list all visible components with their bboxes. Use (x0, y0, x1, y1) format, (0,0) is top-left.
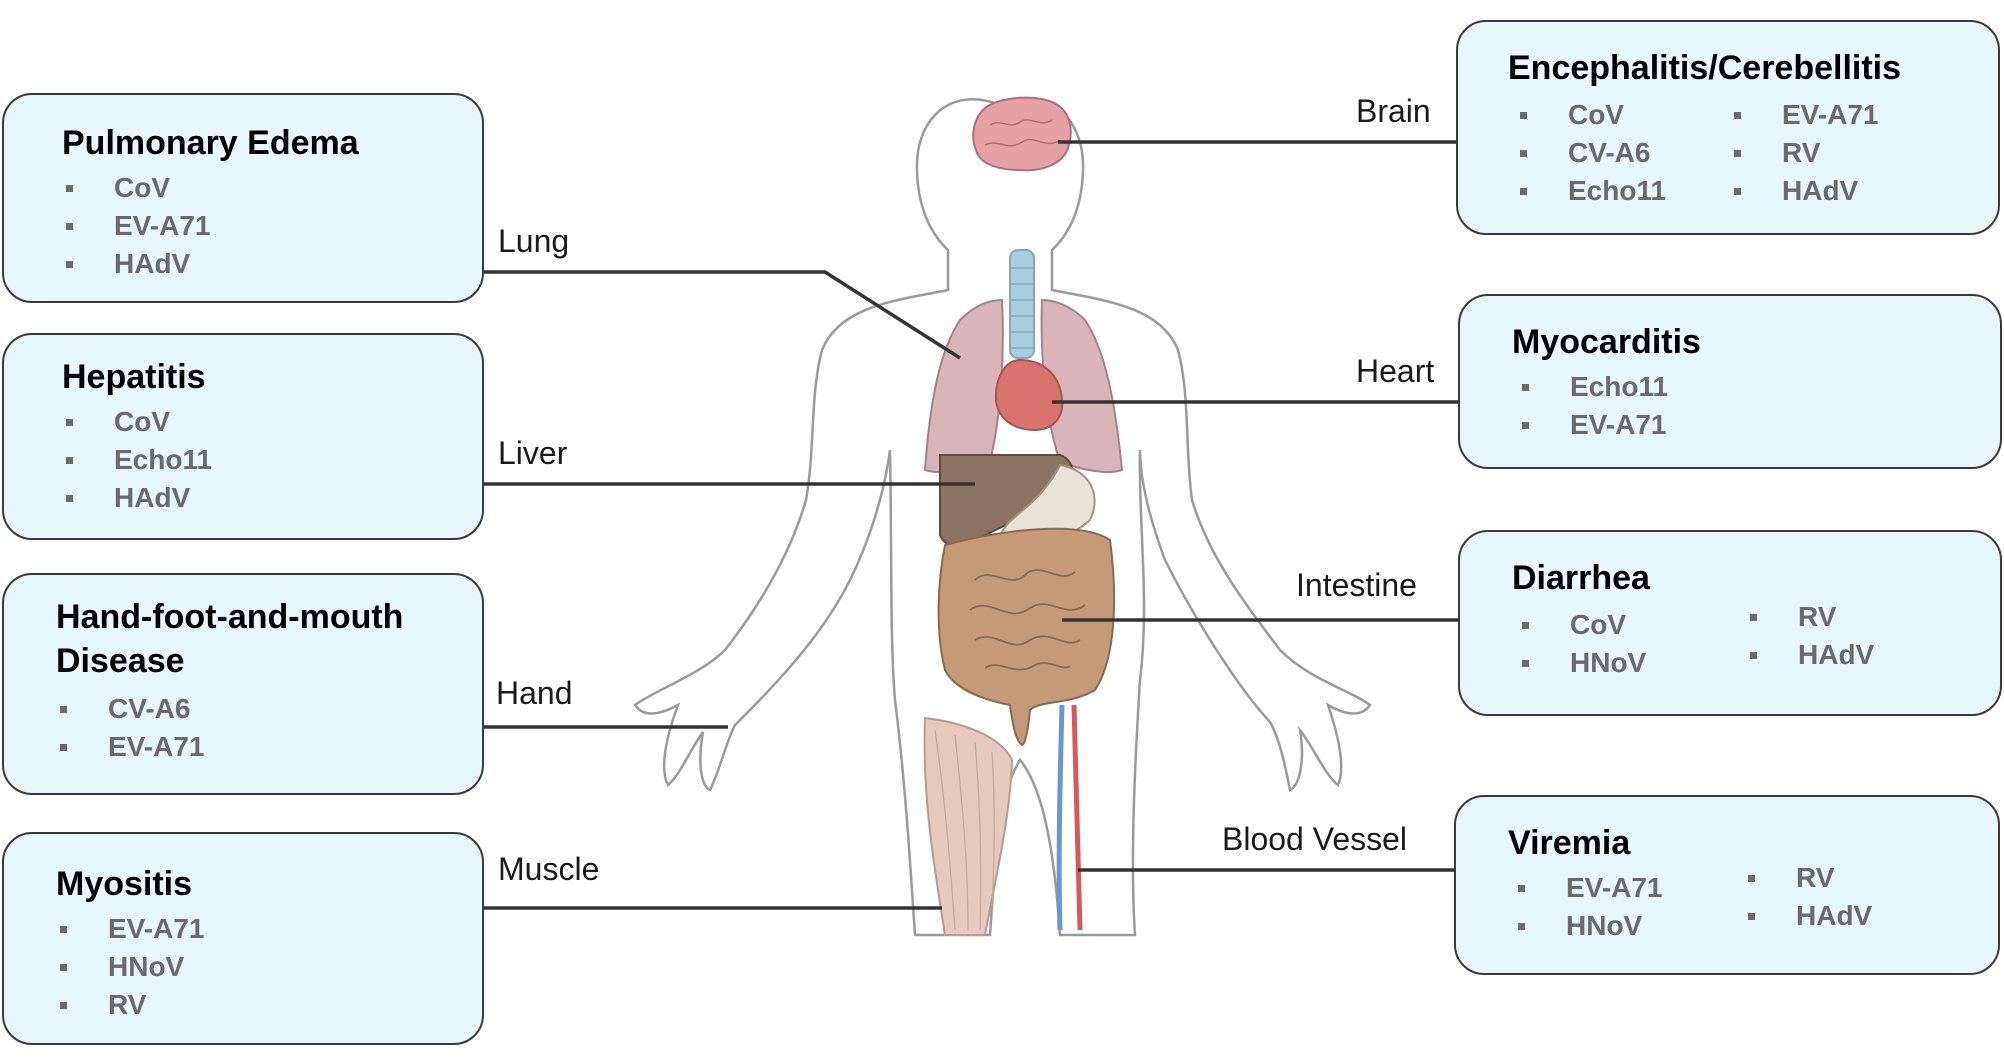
virus-item: RV (1746, 598, 1874, 636)
virus-item: CV-A6 (1516, 134, 1666, 172)
virus-list-col2: RV HAdV (1746, 598, 1874, 674)
box-encephalitis-cerebellitis: Encephalitis/Cerebellitis CoV CV-A6 Echo… (1456, 20, 2000, 235)
box-myocarditis: Myocarditis Echo11 EV-A71 (1458, 294, 2002, 469)
virus-item: EV-A71 (56, 728, 205, 766)
virus-item: RV (1730, 134, 1879, 172)
virus-list: Echo11 EV-A71 (1518, 368, 1668, 444)
virus-item: HAdV (62, 245, 211, 283)
virus-list-col2: EV-A71 RV HAdV (1730, 96, 1879, 210)
virus-list: CV-A6 EV-A71 (56, 690, 205, 766)
thigh-muscle (923, 716, 1014, 936)
virus-item: CV-A6 (56, 690, 205, 728)
box-title: Encephalitis/Cerebellitis (1508, 49, 1902, 87)
virus-list-col1: CoV HNoV (1518, 606, 1646, 682)
virus-item: HAdV (62, 479, 212, 517)
virus-item: CoV (1516, 96, 1666, 134)
virus-item: RV (56, 986, 205, 1024)
virus-item: EV-A71 (1730, 96, 1879, 134)
box-title: Pulmonary Edema (62, 124, 359, 162)
organ-label-muscle: Muscle (498, 851, 600, 887)
organ-label-liver: Liver (498, 435, 568, 471)
virus-item: HAdV (1744, 897, 1872, 935)
heart (994, 358, 1064, 432)
virus-item: HNoV (1514, 907, 1663, 945)
organ-label-intestine: Intestine (1296, 567, 1417, 603)
organ-label-blood-vessel: Blood Vessel (1222, 821, 1408, 857)
virus-item: HAdV (1730, 172, 1879, 210)
virus-item: EV-A71 (1518, 406, 1668, 444)
artery (1071, 704, 1083, 931)
virus-list: CoV Echo11 HAdV (62, 403, 212, 517)
vein (1056, 704, 1065, 931)
box-title: Myocarditis (1512, 323, 1701, 361)
box-hand-foot-and-mouth-disease: Hand-foot-and-mouth Disease CV-A6 EV-A71 (2, 573, 484, 795)
virus-item: HAdV (1746, 636, 1874, 674)
virus-list-col1: CoV CV-A6 Echo11 (1516, 96, 1666, 210)
intestine (937, 527, 1116, 747)
box-pulmonary-edema: Pulmonary Edema CoV EV-A71 HAdV (2, 93, 484, 303)
virus-item: EV-A71 (62, 207, 211, 245)
box-title: Hepatitis (62, 358, 206, 396)
virus-item: EV-A71 (56, 910, 205, 948)
virus-list: EV-A71 HNoV RV (56, 910, 205, 1024)
box-title: Diarrhea (1512, 559, 1650, 597)
organ-label-brain: Brain (1356, 93, 1431, 129)
virus-item: HNoV (56, 948, 205, 986)
virus-item: HNoV (1518, 644, 1646, 682)
brain (972, 96, 1072, 172)
virus-item: Echo11 (1518, 368, 1668, 406)
virus-item: RV (1744, 859, 1872, 897)
box-title: Viremia (1508, 824, 1631, 862)
organ-label-heart: Heart (1356, 353, 1435, 389)
virus-item: EV-A71 (1514, 869, 1663, 907)
virus-item: CoV (62, 169, 211, 207)
virus-list-col2: RV HAdV (1744, 859, 1872, 935)
box-myositis: Myositis EV-A71 HNoV RV (2, 832, 484, 1045)
virus-list: CoV EV-A71 HAdV (62, 169, 211, 283)
organ-label-hand: Hand (496, 675, 573, 711)
virus-list-col1: EV-A71 HNoV (1514, 869, 1663, 945)
box-viremia: Viremia EV-A71 HNoV RV HAdV (1454, 795, 2000, 975)
virus-item: Echo11 (62, 441, 212, 479)
organ-label-lung: Lung (498, 223, 570, 259)
box-hepatitis: Hepatitis CoV Echo11 HAdV (2, 333, 484, 540)
virus-item: CoV (62, 403, 212, 441)
box-title: Myositis (56, 865, 193, 903)
line-lung (482, 270, 961, 360)
box-title-line2: Disease (56, 642, 185, 680)
virus-item: CoV (1518, 606, 1646, 644)
connector-lines (482, 140, 1458, 910)
box-title-line1: Hand-foot-and-mouth (56, 598, 404, 636)
box-diarrhea: Diarrhea CoV HNoV RV HAdV (1458, 530, 2002, 716)
trachea (1009, 249, 1035, 359)
virus-item: Echo11 (1516, 172, 1666, 210)
